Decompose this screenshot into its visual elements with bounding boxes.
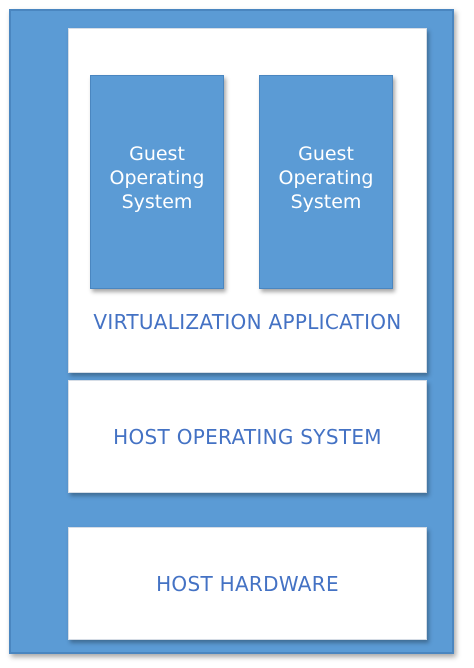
guest-os-label-1: Guest Operating System xyxy=(91,142,223,214)
guest-os-box-2: Guest Operating System xyxy=(259,75,393,289)
guest-os-label-2: Guest Operating System xyxy=(260,142,392,214)
guest-os-2-line-1: Guest xyxy=(298,143,354,165)
host-hardware-label: HOST HARDWARE xyxy=(156,571,339,596)
guest-os-1-line-1: Guest xyxy=(129,143,185,165)
virtualization-stack-frame: Guest Operating System Guest Operating S… xyxy=(9,9,454,654)
guest-os-2-line-2: Operating xyxy=(278,167,374,189)
guest-os-1-line-2: Operating xyxy=(109,167,205,189)
guest-os-box-1: Guest Operating System xyxy=(90,75,224,289)
guest-os-2-line-3: System xyxy=(290,191,362,213)
guest-os-1-line-3: System xyxy=(121,191,193,213)
host-operating-system-layer: HOST OPERATING SYSTEM xyxy=(68,380,427,493)
host-operating-system-label: HOST OPERATING SYSTEM xyxy=(113,424,382,449)
virtualization-application-label: VIRTUALIZATION APPLICATION xyxy=(93,310,402,334)
virtualization-application-layer: Guest Operating System Guest Operating S… xyxy=(68,28,427,373)
host-hardware-layer: HOST HARDWARE xyxy=(68,527,427,640)
